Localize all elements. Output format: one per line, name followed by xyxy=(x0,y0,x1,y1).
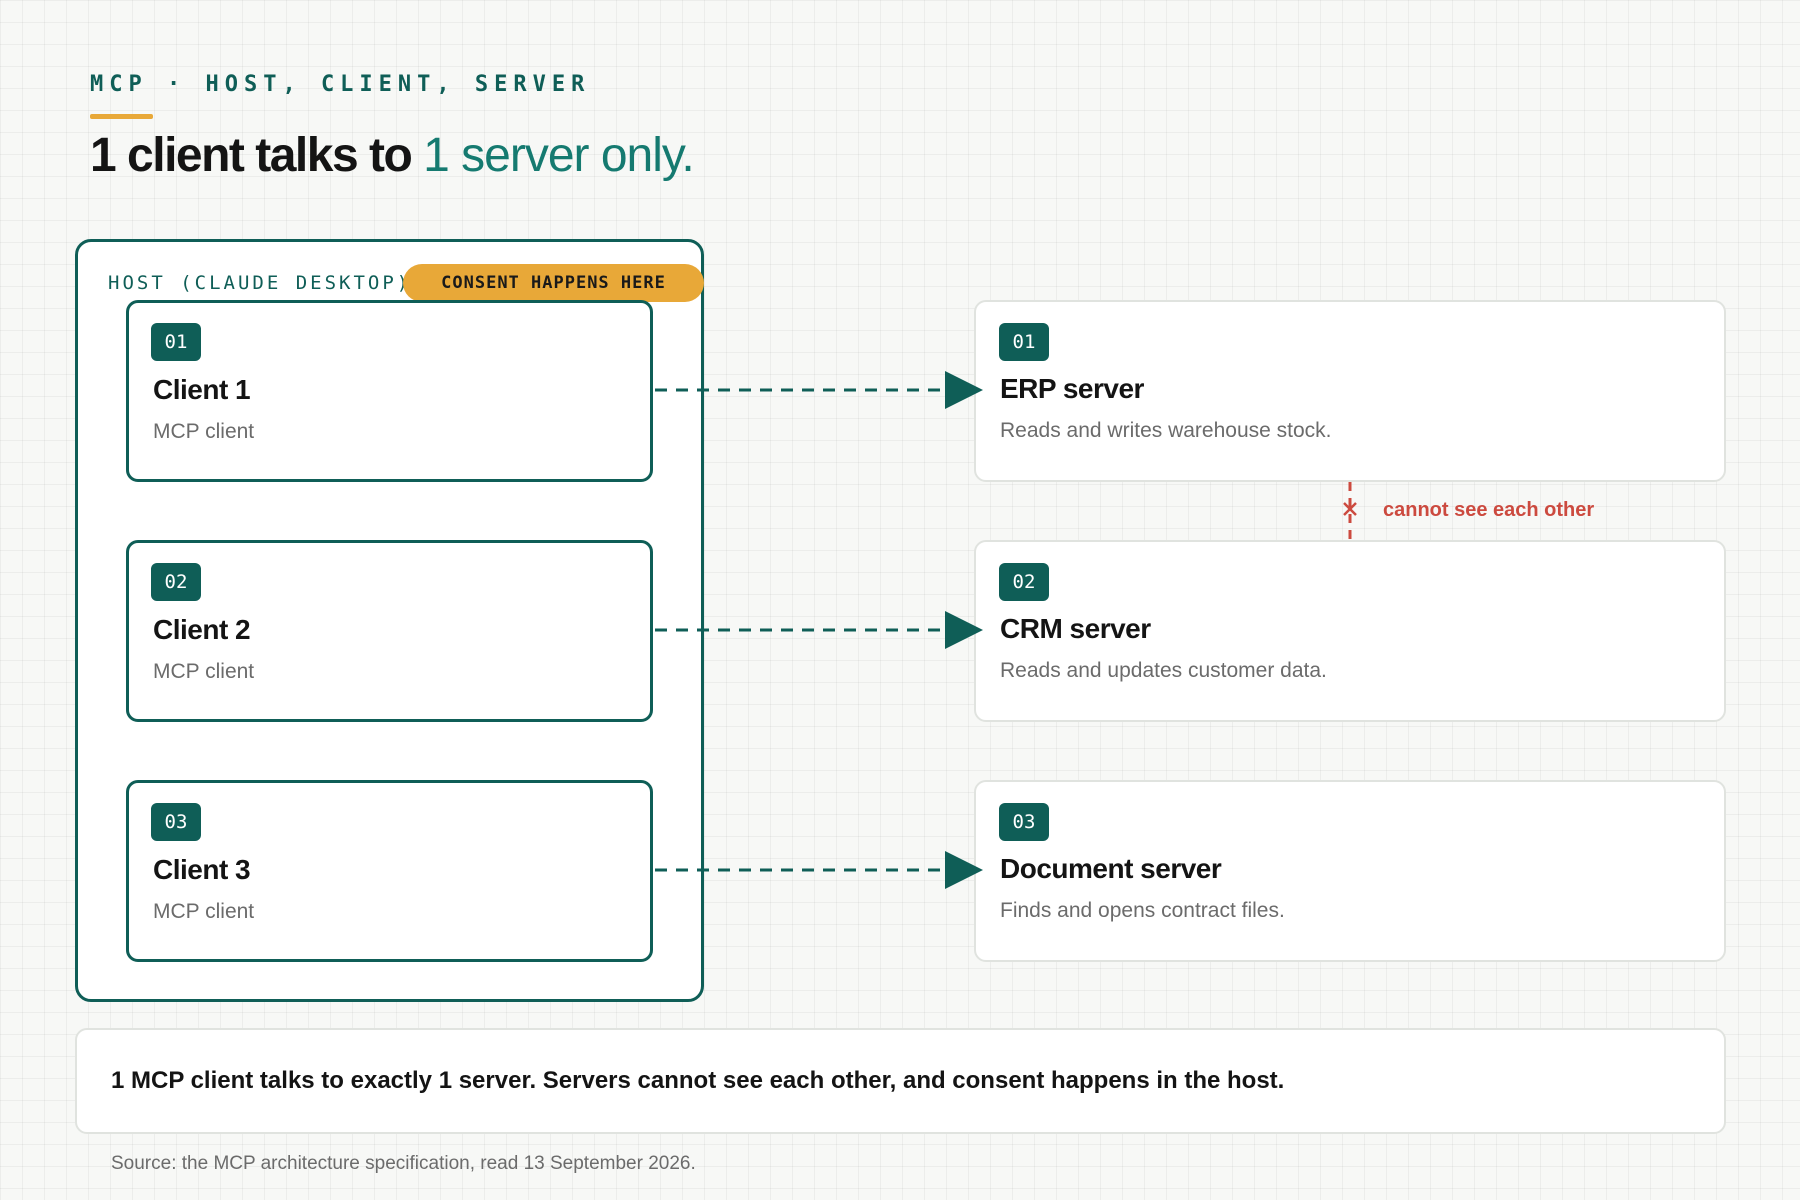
server-subtitle: Finds and opens contract files. xyxy=(1000,899,1285,922)
connector-client2-crm xyxy=(655,611,983,649)
client-number-badge: 03 xyxy=(151,803,201,841)
connector-client1-erp xyxy=(655,371,983,409)
client-subtitle: MCP client xyxy=(153,420,255,443)
server-subtitle: Reads and updates customer data. xyxy=(1000,659,1327,682)
server-number-badge: 03 xyxy=(999,803,1049,841)
server-title: CRM server xyxy=(1000,613,1151,644)
client-card-2[interactable]: 02 Client 2 MCP client xyxy=(126,540,653,722)
server-title: Document server xyxy=(1000,853,1222,884)
source-note: Source: the MCP architecture specificati… xyxy=(111,1153,696,1174)
blocked-cross-icon xyxy=(1343,502,1357,516)
client-title: Client 2 xyxy=(153,614,251,645)
client-title: Client 1 xyxy=(153,374,251,405)
server-card-document[interactable]: 03 Document server Finds and opens contr… xyxy=(974,780,1726,962)
server-card-erp[interactable]: 01 ERP server Reads and writes warehouse… xyxy=(974,300,1726,482)
server-subtitle: Reads and writes warehouse stock. xyxy=(1000,419,1332,442)
server-number-badge: 02 xyxy=(999,563,1049,601)
connector-client3-document xyxy=(655,851,983,889)
eyebrow-label: MCP · HOST, CLIENT, SERVER xyxy=(90,72,591,97)
client-subtitle: MCP client xyxy=(153,900,255,923)
isolation-note: cannot see each other xyxy=(1383,499,1595,521)
eyebrow-underline xyxy=(90,114,153,119)
server-number-badge: 01 xyxy=(999,323,1049,361)
summary-text: 1 MCP client talks to exactly 1 server. … xyxy=(111,1067,1285,1094)
page-title: 1 client talks to 1 server only. xyxy=(90,128,695,183)
summary-callout: 1 MCP client talks to exactly 1 server. … xyxy=(75,1028,1726,1134)
client-number-badge: 02 xyxy=(151,563,201,601)
server-title: ERP server xyxy=(1000,373,1144,404)
client-title: Client 3 xyxy=(153,854,251,885)
host-label: HOST (CLAUDE DESKTOP) xyxy=(108,272,412,294)
server-card-crm[interactable]: 02 CRM server Reads and updates customer… xyxy=(974,540,1726,722)
client-card-3[interactable]: 03 Client 3 MCP client xyxy=(126,780,653,962)
client-card-1[interactable]: 01 Client 1 MCP client xyxy=(126,300,653,482)
title-lead: 1 client talks to xyxy=(90,129,413,182)
client-number-badge: 01 xyxy=(151,323,201,361)
title-accent: 1 server only. xyxy=(423,129,695,182)
client-subtitle: MCP client xyxy=(153,660,255,683)
isolation-marker xyxy=(1343,482,1357,540)
consent-badge: CONSENT HAPPENS HERE xyxy=(403,264,704,302)
